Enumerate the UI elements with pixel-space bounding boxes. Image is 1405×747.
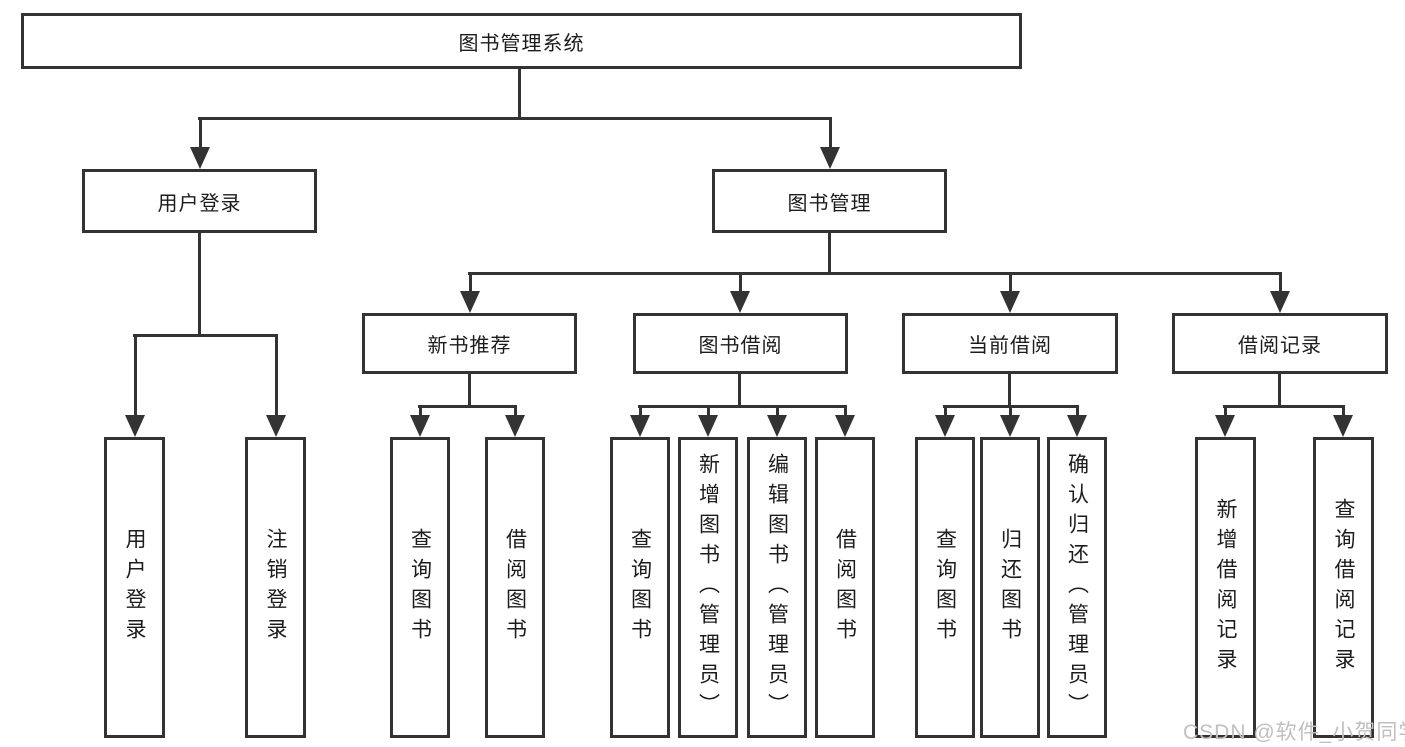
arrowhead-down-icon	[505, 415, 525, 437]
leaf-edit-books-admin: 编辑图书（管理员）	[747, 437, 807, 738]
node-library-management-system: 图书管理系统	[21, 13, 1022, 69]
connector-line	[1223, 405, 1227, 417]
arrowhead-down-icon	[410, 415, 430, 437]
node-label: 图书管理系统	[458, 32, 585, 55]
connector-line	[1075, 405, 1079, 417]
node-label: 图书管理	[787, 192, 872, 215]
leaf-return-books: 归还图书	[980, 437, 1040, 738]
connector-line	[1008, 273, 1012, 293]
arrowhead-down-icon	[190, 147, 210, 169]
arrowhead-down-icon	[820, 147, 840, 169]
node-label: 图书借阅	[698, 335, 783, 357]
leaf-label: 查询图书	[408, 527, 432, 648]
arrowhead-down-icon	[125, 415, 145, 437]
connector-line	[1223, 405, 1345, 408]
connector-line	[1341, 405, 1345, 417]
leaf-borrow-books-newbook: 借阅图书	[485, 437, 545, 738]
leaf-user-login: 用户登录	[104, 437, 165, 738]
connector-line	[706, 405, 710, 417]
connector-line	[1278, 374, 1281, 408]
leaf-label: 用户登录	[123, 527, 146, 648]
arrowhead-down-icon	[1270, 291, 1290, 313]
node-user-login: 用户登录	[82, 169, 317, 233]
connector-line	[1008, 374, 1011, 408]
leaf-label: 借阅图书	[833, 527, 857, 648]
arrowhead-down-icon	[835, 415, 855, 437]
connector-line	[775, 405, 779, 417]
connector-line	[418, 405, 517, 408]
arrowhead-down-icon	[1215, 415, 1235, 437]
leaf-query-borrow-record: 查询借阅记录	[1313, 437, 1374, 738]
connector-line	[828, 233, 831, 275]
arrowhead-down-icon	[266, 415, 286, 437]
arrowhead-down-icon	[767, 415, 787, 437]
csdn-watermark: CSDN @软件_小贺同学	[1183, 721, 1405, 744]
connector-line	[638, 405, 847, 408]
connector-line	[198, 118, 202, 149]
leaf-label: 编辑图书（管理员）	[765, 452, 789, 723]
node-borrowing-records: 借阅记录	[1172, 313, 1388, 374]
node-label: 当前借阅	[968, 335, 1052, 357]
node-new-book-recommendation: 新书推荐	[362, 313, 577, 374]
leaf-label: 查询图书	[628, 527, 652, 648]
leaf-label: 确认归还（管理员）	[1065, 452, 1089, 723]
leaf-logout: 注销登录	[245, 437, 306, 738]
leaf-query-books-newbook: 查询图书	[390, 437, 450, 738]
leaf-borrow-books-borrowing: 借阅图书	[815, 437, 875, 738]
node-book-borrowing: 图书借阅	[633, 313, 848, 374]
node-label: 用户登录	[157, 192, 242, 215]
arrowhead-down-icon	[460, 291, 480, 313]
connector-line	[274, 335, 278, 417]
leaf-label: 查询借阅记录	[1332, 497, 1355, 678]
connector-line	[468, 273, 472, 293]
connector-line	[1008, 405, 1012, 417]
connector-line	[638, 405, 642, 417]
connector-line	[843, 405, 847, 417]
node-label: 新书推荐	[427, 335, 512, 357]
leaf-label: 查询图书	[933, 527, 957, 648]
connector-line	[513, 405, 517, 417]
connector-line	[198, 117, 832, 120]
connector-line	[133, 334, 278, 337]
arrowhead-down-icon	[1000, 415, 1020, 437]
connector-line	[943, 405, 947, 417]
leaf-label: 归还图书	[998, 527, 1022, 648]
leaf-label: 借阅图书	[503, 527, 527, 648]
connector-line	[518, 69, 521, 120]
leaf-query-books-current: 查询图书	[915, 437, 975, 738]
connector-line	[828, 118, 832, 149]
leaf-add-borrow-record: 新增借阅记录	[1195, 437, 1256, 738]
leaf-query-books-borrowing: 查询图书	[610, 437, 670, 738]
connector-line	[738, 273, 742, 293]
connector-line	[133, 335, 137, 417]
connector-line	[198, 233, 201, 337]
leaf-confirm-return-admin: 确认归还（管理员）	[1047, 437, 1107, 738]
arrowhead-down-icon	[1333, 415, 1353, 437]
arrowhead-down-icon	[698, 415, 718, 437]
connector-line	[468, 374, 471, 408]
connector-line	[738, 374, 741, 408]
node-label: 借阅记录	[1238, 335, 1322, 357]
arrowhead-down-icon	[935, 415, 955, 437]
leaf-label: 新增图书（管理员）	[696, 452, 720, 723]
arrowhead-down-icon	[1000, 291, 1020, 313]
leaf-label: 新增借阅记录	[1214, 497, 1237, 678]
arrowhead-down-icon	[730, 291, 750, 313]
arrowhead-down-icon	[630, 415, 650, 437]
node-current-borrowing: 当前借阅	[902, 313, 1118, 374]
connector-line	[468, 272, 1282, 275]
arrowhead-down-icon	[1067, 415, 1087, 437]
leaf-label: 注销登录	[264, 527, 287, 648]
leaf-add-books-admin: 新增图书（管理员）	[678, 437, 738, 738]
connector-line	[418, 405, 422, 417]
node-book-management: 图书管理	[712, 169, 947, 233]
connector-line	[1278, 273, 1282, 293]
